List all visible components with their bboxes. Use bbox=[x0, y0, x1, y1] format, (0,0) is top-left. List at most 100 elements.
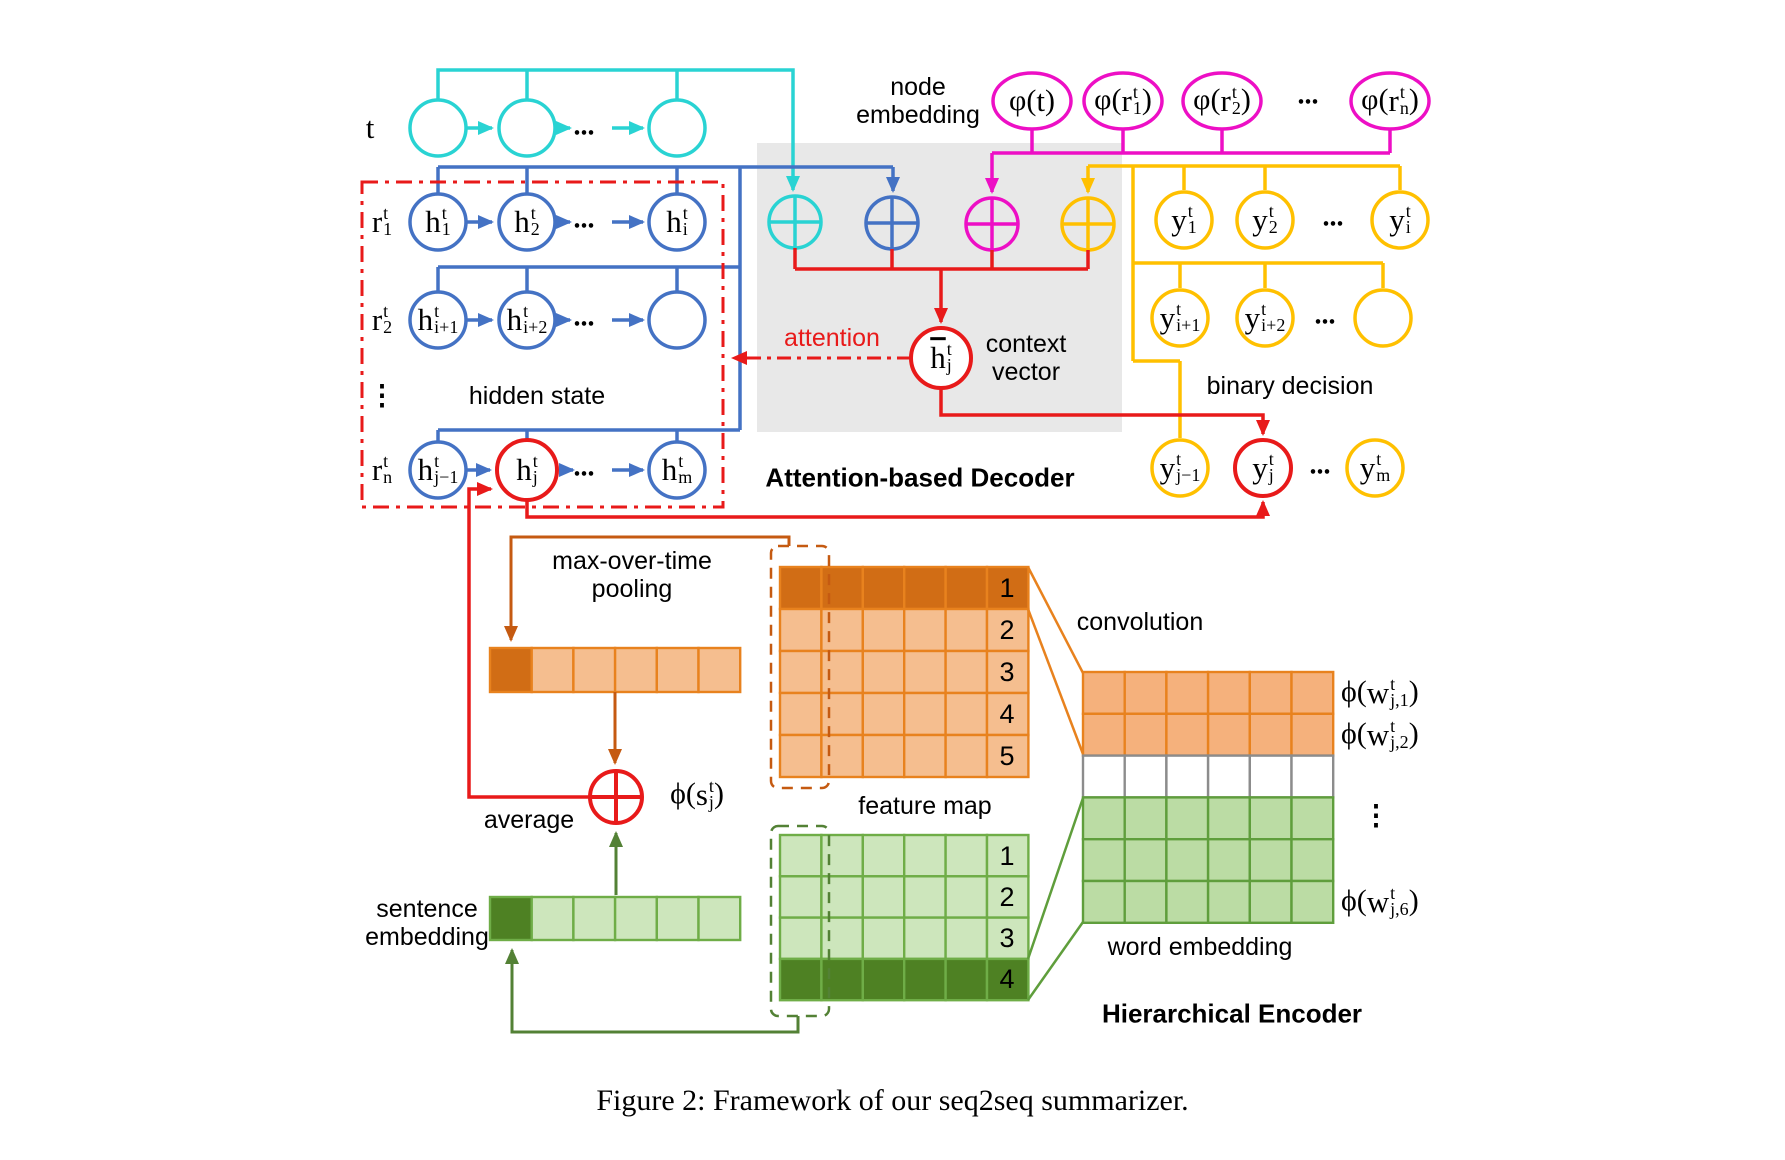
hidden-node-hj1 bbox=[408, 440, 468, 500]
node-embedding-group bbox=[964, 71, 1431, 252]
topic-state-node bbox=[647, 98, 707, 158]
feature-map-orange-cell bbox=[778, 733, 823, 779]
phi-t-label: φ(t) bbox=[1009, 82, 1055, 118]
feature-map-orange-cell bbox=[778, 607, 823, 653]
feature-map-orange-cell bbox=[778, 691, 823, 737]
word-embedding-grid-cell bbox=[1290, 670, 1335, 715]
word-embedding-grid-cell bbox=[1081, 670, 1126, 715]
binary-decision-group bbox=[1060, 164, 1430, 498]
feature-map-green-cell bbox=[903, 875, 947, 919]
node-phi-t bbox=[991, 71, 1073, 131]
hidden-node-hi bbox=[647, 192, 707, 252]
vdots: ⋮ bbox=[1362, 800, 1390, 832]
vdots: ⋮ bbox=[368, 380, 396, 412]
hidden-state-label: hidden state bbox=[468, 382, 606, 410]
ellipsis: ... bbox=[573, 203, 595, 235]
feature-map-green-cell bbox=[985, 875, 1030, 919]
sentence-feedback-line bbox=[505, 948, 800, 1034]
feature-map-green-cell bbox=[903, 833, 947, 878]
feature-map-orange-cell bbox=[820, 691, 865, 737]
feature-map-orange-cell bbox=[903, 649, 947, 695]
pooling-window-box bbox=[769, 544, 831, 790]
feature-map-orange-cell bbox=[778, 565, 823, 611]
pooling-strip-cell bbox=[655, 646, 700, 694]
hidden-node-hj-current bbox=[495, 438, 559, 502]
decision-node-empty bbox=[1353, 288, 1413, 348]
feature-map-orange-cell bbox=[985, 649, 1030, 695]
feature-map-green-cell bbox=[778, 916, 823, 961]
node-phi-r2 bbox=[1181, 71, 1263, 131]
topic-feed-line bbox=[436, 68, 800, 192]
convolution-label: convolution bbox=[1076, 608, 1204, 636]
decision-node-yi2 bbox=[1235, 288, 1295, 348]
node-phi-rn bbox=[1349, 71, 1431, 131]
word-embedding-grid-cell bbox=[1290, 796, 1335, 841]
word-embedding-label: word embedding bbox=[1107, 933, 1293, 961]
feature-map-orange-cell bbox=[985, 607, 1030, 653]
word-embedding-grid-cell bbox=[1248, 670, 1293, 715]
word-embedding-grid-cell bbox=[1165, 796, 1210, 841]
feature-map-orange-cell bbox=[944, 649, 989, 695]
pooling-strip-cell bbox=[530, 646, 575, 694]
topic-rnn-group bbox=[408, 68, 823, 250]
feature-map-green-cell bbox=[944, 957, 989, 1002]
sentence-strip-cell bbox=[697, 895, 742, 942]
word-embedding-grid-cell bbox=[1290, 879, 1335, 924]
decision-node-yi1 bbox=[1150, 288, 1210, 348]
word-embedding-grid-cell bbox=[1081, 796, 1126, 841]
topic-state-node bbox=[497, 98, 557, 158]
word-embedding-grid-cell bbox=[1123, 838, 1168, 883]
word-embedding-grid-cell bbox=[1081, 754, 1126, 799]
orange-row-number: 4 bbox=[999, 698, 1015, 729]
green-row-number: 1 bbox=[999, 840, 1015, 871]
decision-node-y1 bbox=[1154, 190, 1214, 250]
feature-map-orange-cell bbox=[944, 733, 989, 779]
word-embedding-grid-cell bbox=[1123, 754, 1168, 799]
sentence-strip-cell bbox=[530, 895, 575, 942]
feature-map-green-cell bbox=[944, 875, 989, 919]
feature-map-green-cell bbox=[778, 833, 823, 878]
hidden-node-h2 bbox=[497, 192, 557, 252]
average-label: average bbox=[483, 806, 575, 834]
decision-node-ym bbox=[1345, 438, 1405, 498]
word-embedding-grid-cell bbox=[1123, 712, 1168, 757]
feature-map-green-cell bbox=[778, 875, 823, 919]
attention-scope-box bbox=[360, 180, 725, 509]
feature-map-green-cell bbox=[903, 957, 947, 1002]
feature-map-label: feature map bbox=[858, 792, 992, 820]
word-embedding-grid-cell bbox=[1290, 838, 1335, 883]
feature-map-orange-cell bbox=[903, 607, 947, 653]
pooling-line bbox=[504, 535, 791, 642]
feature-map-green-cell bbox=[820, 833, 865, 878]
word-embedding-grid-cell bbox=[1248, 838, 1293, 883]
sentence-strip-cell bbox=[488, 895, 533, 942]
word-embedding-grid-cell bbox=[1081, 712, 1126, 757]
convolution-lines-orange bbox=[1026, 566, 1085, 755]
feature-map-orange-cell bbox=[903, 691, 947, 737]
feature-map-orange-cell bbox=[985, 733, 1030, 779]
feature-map-green-cell bbox=[985, 957, 1030, 1002]
hidden-state-group bbox=[408, 165, 920, 500]
feature-map-green-cell bbox=[820, 957, 865, 1002]
word-embedding-grid-cell bbox=[1165, 670, 1210, 715]
node-phi-r1 bbox=[1082, 71, 1164, 131]
ellipsis: ... bbox=[1322, 201, 1344, 233]
pooling-path-group bbox=[504, 535, 831, 790]
